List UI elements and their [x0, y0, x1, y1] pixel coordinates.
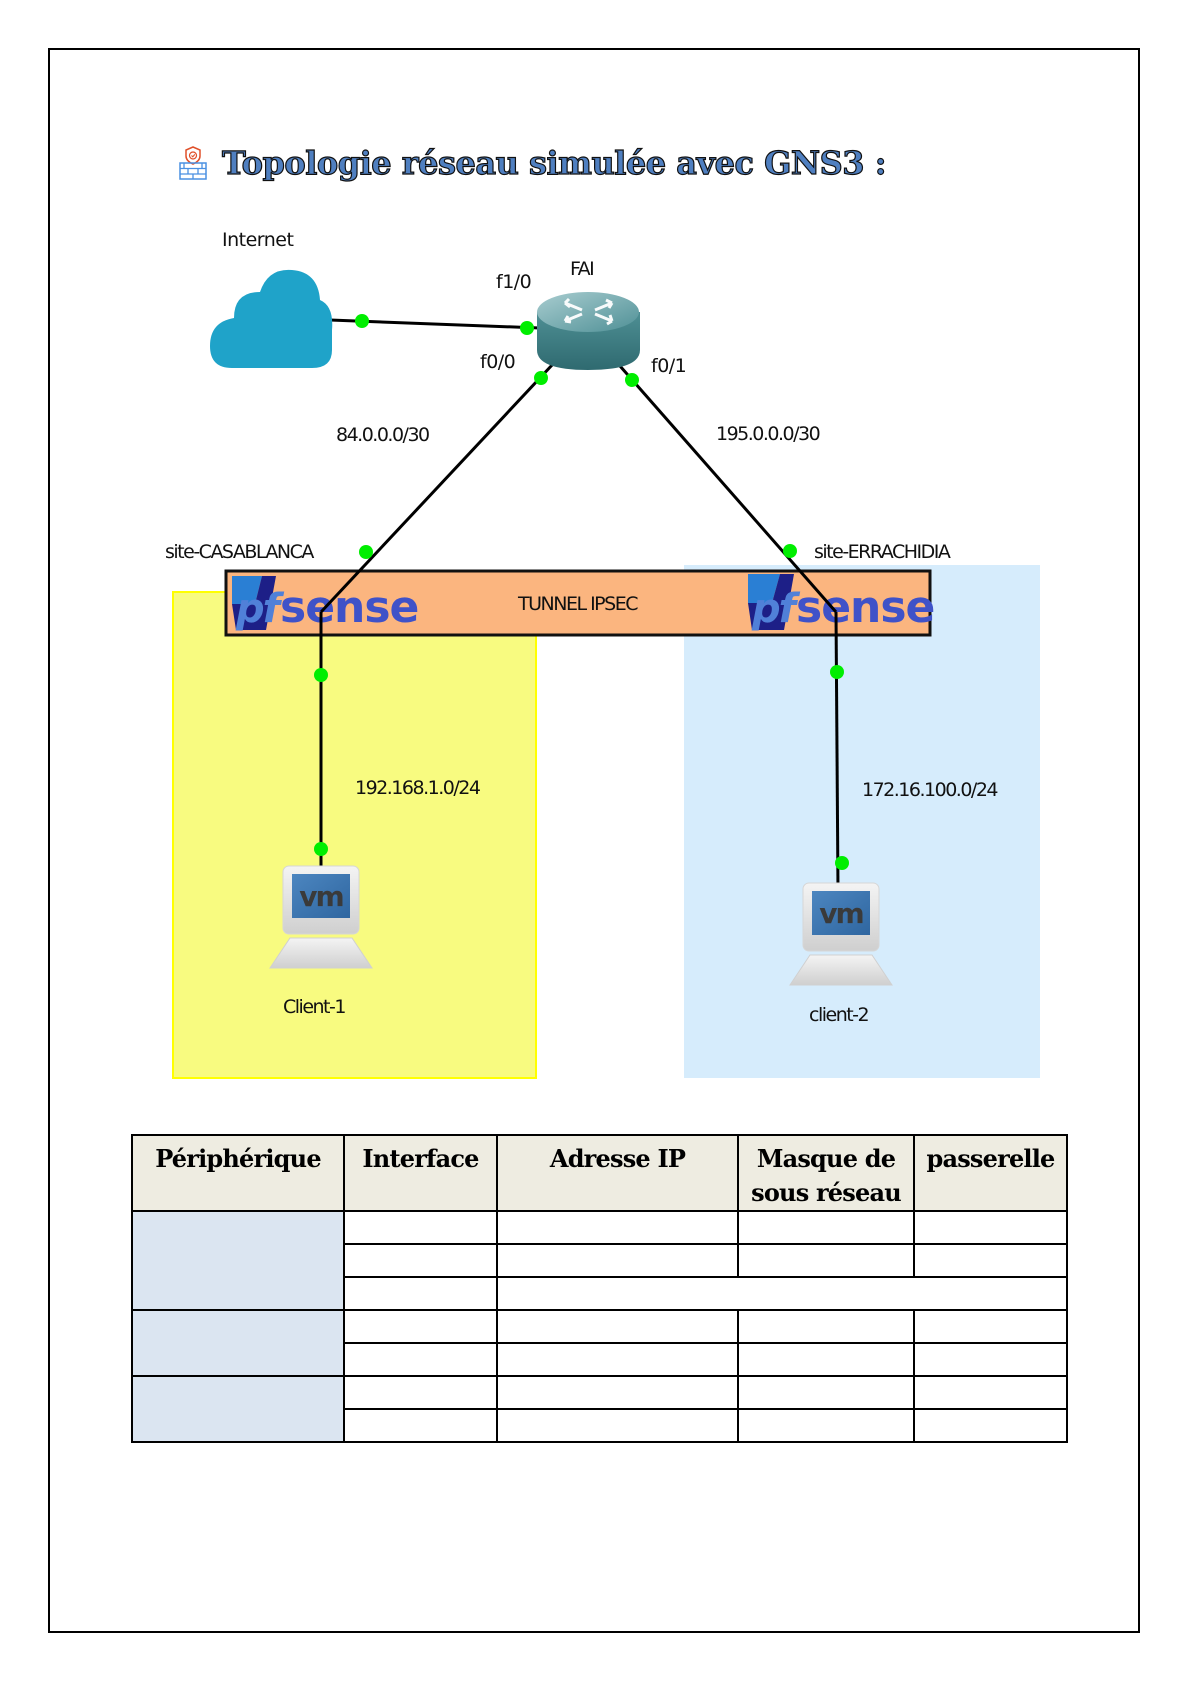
- device-cell[interactable]: [131, 1210, 345, 1311]
- network-192-label: 192.168.1.0/24: [355, 777, 481, 799]
- table-row: [132, 1408, 1068, 1443]
- mask-cell[interactable]: [737, 1342, 915, 1377]
- site-errachidia-label: site-ERRACHIDIA: [814, 541, 951, 563]
- table-row: [132, 1243, 1068, 1278]
- link-errachidia-client2: [834, 611, 840, 891]
- gateway-cell[interactable]: [913, 1243, 1068, 1278]
- link-dot-casablanca-lan: [314, 668, 328, 682]
- ip-cell[interactable]: [496, 1375, 739, 1410]
- device-cell[interactable]: [131, 1309, 345, 1377]
- mask-cell[interactable]: [737, 1210, 915, 1245]
- interface-cell[interactable]: [343, 1342, 498, 1377]
- svg-text:pf: pf: [751, 586, 801, 632]
- svg-text:vm: vm: [299, 880, 342, 913]
- ip-cell[interactable]: [496, 1342, 739, 1377]
- internet-label: Internet: [222, 229, 294, 251]
- link-dot-errachidia-lan: [830, 665, 844, 679]
- header-adresse-ip: Adresse IP: [496, 1134, 739, 1212]
- link-dot-f1-0: [520, 321, 534, 335]
- interface-cell[interactable]: [343, 1408, 498, 1443]
- network-topology-diagram: pf sense pf sense: [165, 229, 1040, 1079]
- ipsec-tunnel-bar: [224, 569, 932, 637]
- network-172-label: 172.16.100.0/24: [862, 779, 999, 801]
- interface-f0-1-label: f0/1: [651, 355, 687, 377]
- interface-f1-0-label: f1/0: [496, 271, 532, 293]
- interface-cell[interactable]: [343, 1210, 498, 1245]
- interface-cell[interactable]: [343, 1243, 498, 1278]
- gateway-cell[interactable]: [913, 1210, 1068, 1245]
- site-casablanca-label: site-CASABLANCA: [165, 541, 314, 563]
- svg-text:vm: vm: [819, 897, 862, 930]
- link-dot-errachidia-wan: [783, 544, 797, 558]
- internet-cloud-icon: [210, 269, 333, 368]
- network-84-label: 84.0.0.0/30: [336, 424, 430, 446]
- ip-cell[interactable]: [496, 1243, 739, 1278]
- zone-casablanca: [172, 591, 537, 1079]
- section-title: Topologie réseau simulée avec GNS3 :: [178, 140, 887, 186]
- merged-cell[interactable]: [496, 1276, 1068, 1311]
- client2-label: client-2: [809, 1004, 870, 1026]
- table-row: [131, 1210, 1068, 1311]
- page-frame: [48, 48, 1140, 1633]
- link-dot-client1: [314, 842, 328, 856]
- client1-label: Client-1: [283, 996, 346, 1018]
- header-peripherique: Périphérique: [131, 1134, 345, 1212]
- header-masque: Masque de sous réseau: [737, 1134, 915, 1212]
- link-dot-casablanca-wan: [359, 545, 373, 559]
- header-passerelle: passerelle: [913, 1134, 1068, 1212]
- link-fai-errachidia: [618, 365, 838, 613]
- fai-router-icon: [537, 292, 640, 370]
- client2-vm-icon: vm: [789, 882, 893, 986]
- svg-text:sense: sense: [796, 582, 934, 633]
- interface-cell[interactable]: [343, 1375, 498, 1410]
- mask-cell[interactable]: [737, 1375, 915, 1410]
- mask-cell[interactable]: [737, 1408, 915, 1443]
- ip-addressing-table: Périphérique Interface Adresse IP Masque…: [131, 1134, 1068, 1443]
- gateway-cell[interactable]: [913, 1342, 1068, 1377]
- topology-canvas: pf sense pf sense: [172, 269, 1040, 1079]
- ip-cell[interactable]: [496, 1309, 739, 1344]
- header-masque-line1: Masque de: [756, 1144, 896, 1173]
- link-dot-f0-1: [625, 373, 639, 387]
- table-row: [131, 1375, 1068, 1443]
- page-title: Topologie réseau simulée avec GNS3 :: [221, 143, 887, 182]
- link-dot-f0-0: [534, 371, 548, 385]
- header-interface: Interface: [343, 1134, 498, 1212]
- pfsense-logo-casablanca: pf sense: [232, 576, 419, 633]
- tunnel-ipsec-label: TUNNEL IPSEC: [518, 593, 638, 615]
- mask-cell[interactable]: [737, 1309, 915, 1344]
- interface-cell[interactable]: [343, 1276, 498, 1311]
- ip-cell[interactable]: [496, 1210, 739, 1245]
- gateway-cell[interactable]: [913, 1408, 1068, 1443]
- table-row: [131, 1309, 1068, 1377]
- svg-text:pf: pf: [235, 586, 285, 632]
- ip-cell[interactable]: [496, 1408, 739, 1443]
- pfsense-logo-errachidia: pf sense: [748, 574, 935, 633]
- header-masque-line2: sous réseau: [751, 1178, 902, 1207]
- fai-label: FAI: [570, 258, 595, 280]
- zone-errachidia: [684, 565, 1040, 1078]
- link-dot-client2: [835, 856, 849, 870]
- gateway-cell[interactable]: [913, 1375, 1068, 1410]
- table-row: [132, 1342, 1068, 1377]
- firewall-shield-icon: [179, 146, 207, 180]
- client1-vm-icon: vm: [269, 865, 373, 969]
- device-cell[interactable]: [131, 1375, 345, 1443]
- mask-cell[interactable]: [737, 1243, 915, 1278]
- link-fai-casablanca: [319, 362, 555, 614]
- network-195-label: 195.0.0.0/30: [716, 423, 821, 445]
- svg-text:sense: sense: [280, 582, 418, 633]
- interface-f0-0-label: f0/0: [480, 351, 516, 373]
- link-dot-internet: [355, 314, 369, 328]
- gateway-cell[interactable]: [913, 1309, 1068, 1344]
- table-row: [132, 1276, 1068, 1311]
- interface-cell[interactable]: [343, 1309, 498, 1344]
